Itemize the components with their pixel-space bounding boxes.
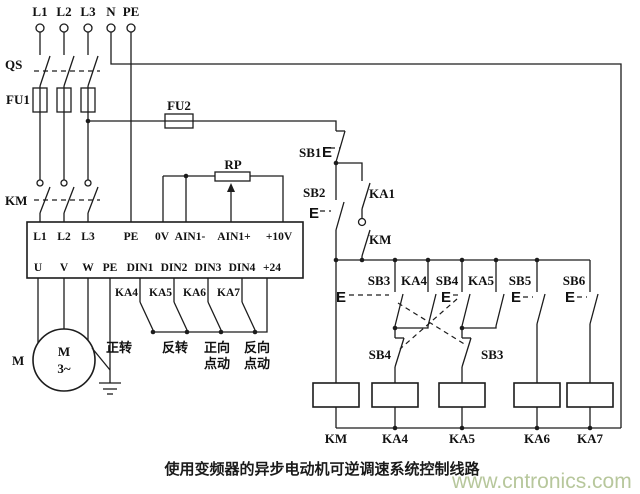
inv-bot-u: U — [34, 262, 43, 274]
ka1-label: KA1 — [369, 186, 395, 201]
fn-fwd-jog-1: 正向 — [204, 340, 230, 355]
km-contact-label: KM — [369, 232, 391, 247]
fn-rev-jog-2: 点动 — [244, 356, 270, 371]
km-label: KM — [5, 193, 27, 208]
fn-forward: 正转 — [106, 340, 132, 355]
fn-rev-jog-1: 反向 — [244, 340, 270, 355]
ground-symbol — [99, 382, 121, 395]
sb1-actuator-e: E — [322, 144, 332, 161]
inv-top-l2: L2 — [57, 231, 71, 243]
inv-bot-24: +24 — [263, 262, 281, 274]
sb2-start-button — [320, 201, 345, 231]
power-wiring — [32, 32, 622, 428]
fu2-fuse — [164, 113, 194, 129]
terminal-label-l3: L3 — [80, 4, 96, 19]
ka5-contact-label: KA5 — [149, 287, 172, 299]
ka5-coil — [438, 382, 486, 408]
inv-top-pe: PE — [124, 231, 139, 243]
motor-case-bond — [91, 347, 111, 371]
terminal-label-l2: L2 — [56, 4, 71, 19]
fn-fwd-jog-2: 点动 — [204, 356, 230, 371]
inv-top-ain1m: AIN1- — [175, 231, 206, 243]
coils — [312, 382, 621, 429]
inv-bot-din2: DIN2 — [161, 262, 188, 274]
inv-bot-w: W — [82, 262, 94, 274]
inverter-box — [26, 221, 304, 279]
ka6-contact-label: KA6 — [183, 287, 206, 299]
control-circuit — [312, 130, 621, 429]
inv-top-ain1p: AIN1+ — [217, 231, 250, 243]
rp-potentiometer-network — [162, 171, 284, 222]
ka6-coil-label: KA6 — [524, 431, 551, 446]
sb1-label: SB1 — [299, 145, 321, 160]
fu1-fuses — [32, 87, 96, 113]
sb4-label: SB4 — [436, 273, 459, 288]
inv-bot-din4: DIN4 — [229, 262, 256, 274]
ka6-coil — [513, 382, 561, 408]
inv-bot-v: V — [60, 262, 69, 274]
terminal-label-l1: L1 — [32, 4, 47, 19]
sb3-actuator-e: E — [336, 289, 346, 306]
junction-dots — [85, 118, 593, 431]
ka4-coil-label: KA4 — [382, 431, 409, 446]
qs-isolator-switch — [34, 55, 100, 87]
branch-sb4-ka5 — [461, 260, 505, 383]
inv-bot-din3: DIN3 — [195, 262, 222, 274]
sb4-actuator-e: E — [441, 289, 451, 306]
qs-label: QS — [5, 57, 22, 72]
terminal-label-pe: PE — [123, 4, 140, 19]
inv-top-l3: L3 — [81, 231, 95, 243]
diagram-caption: 使用变频器的异步电动机可逆调速系统控制线路 — [163, 460, 480, 478]
sb6-actuator-e: E — [565, 289, 575, 306]
rp-wiper-arrow — [227, 183, 235, 192]
terminal-label-n: N — [106, 4, 116, 19]
sb2-label: SB2 — [303, 185, 325, 200]
motor-phase: 3~ — [57, 361, 71, 376]
sb3-label: SB3 — [368, 273, 391, 288]
km-coil-label: KM — [325, 431, 347, 446]
sb5-actuator-e: E — [511, 289, 521, 306]
sb6-label: SB6 — [563, 273, 586, 288]
ka7-coil — [566, 382, 614, 408]
neutral-wire — [110, 32, 622, 428]
rp-label: RP — [224, 157, 241, 172]
fu2-branch — [88, 113, 337, 131]
motor-section — [32, 278, 121, 395]
motor-ref-label: M — [12, 353, 24, 368]
interlock-links — [349, 294, 467, 350]
rp-resistor-body — [214, 171, 251, 182]
ka5-seal-label: KA5 — [468, 273, 495, 288]
ka7-coil-label: KA7 — [577, 431, 604, 446]
branch-sb3-ka4 — [394, 260, 437, 383]
motor-inner-m: M — [58, 344, 70, 359]
watermark-text: www.cntronics.com — [451, 470, 632, 493]
sb5-label: SB5 — [509, 273, 532, 288]
branch-sb5 — [523, 260, 546, 383]
sb4-interlock-label: SB4 — [369, 347, 392, 362]
fn-reverse: 反转 — [162, 340, 188, 355]
ka4-seal-label: KA4 — [401, 273, 428, 288]
supply-terminals — [35, 23, 136, 33]
fu2-label: FU2 — [167, 98, 191, 113]
km-coil — [312, 382, 360, 408]
inv-top-l1: L1 — [33, 231, 47, 243]
sb1-stop-button — [330, 130, 346, 163]
km-main-contacts — [34, 179, 100, 222]
ka4-coil — [371, 382, 419, 408]
sb2-actuator-e: E — [309, 205, 319, 222]
inv-top-0v: 0V — [155, 231, 170, 243]
ka1-km-seal-branch — [336, 162, 371, 260]
motor-circle — [32, 328, 96, 392]
ka4-contact-label: KA4 — [115, 287, 138, 299]
sb3-interlock-label: SB3 — [481, 347, 504, 362]
branch-sb6 — [577, 260, 599, 383]
inv-bot-din1: DIN1 — [127, 262, 154, 274]
inv-top-10v: +10V — [266, 231, 293, 243]
ka5-coil-label: KA5 — [449, 431, 476, 446]
ka7-contact-label: KA7 — [217, 287, 240, 299]
inv-bot-pe: PE — [103, 262, 118, 274]
fu1-label: FU1 — [6, 92, 30, 107]
